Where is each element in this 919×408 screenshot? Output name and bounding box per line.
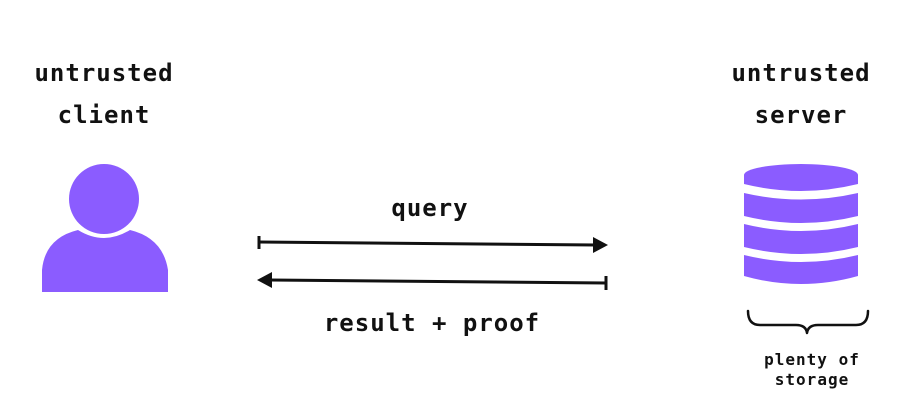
database-tier-2 [744, 224, 858, 254]
result-proof-label: result + proof [323, 309, 541, 337]
query-arrow [257, 236, 608, 253]
storage-note: plenty of storage [742, 350, 882, 390]
server-label-line1: untrusted [731, 59, 871, 87]
storage-note-line1: plenty of [764, 350, 860, 369]
database-tier-1 [744, 193, 858, 223]
client-label-line1: untrusted [34, 59, 174, 87]
client-label: untrusted client [14, 52, 194, 136]
client-label-line2: client [57, 101, 151, 129]
server-label: untrusted server [711, 52, 891, 136]
server-label-line2: server [754, 101, 848, 129]
query-label: query [391, 194, 469, 222]
database-tier-3 [744, 255, 858, 284]
response-arrow [257, 272, 608, 290]
user-body [42, 230, 168, 292]
storage-note-line2: storage [774, 370, 850, 389]
user-head [69, 164, 139, 234]
